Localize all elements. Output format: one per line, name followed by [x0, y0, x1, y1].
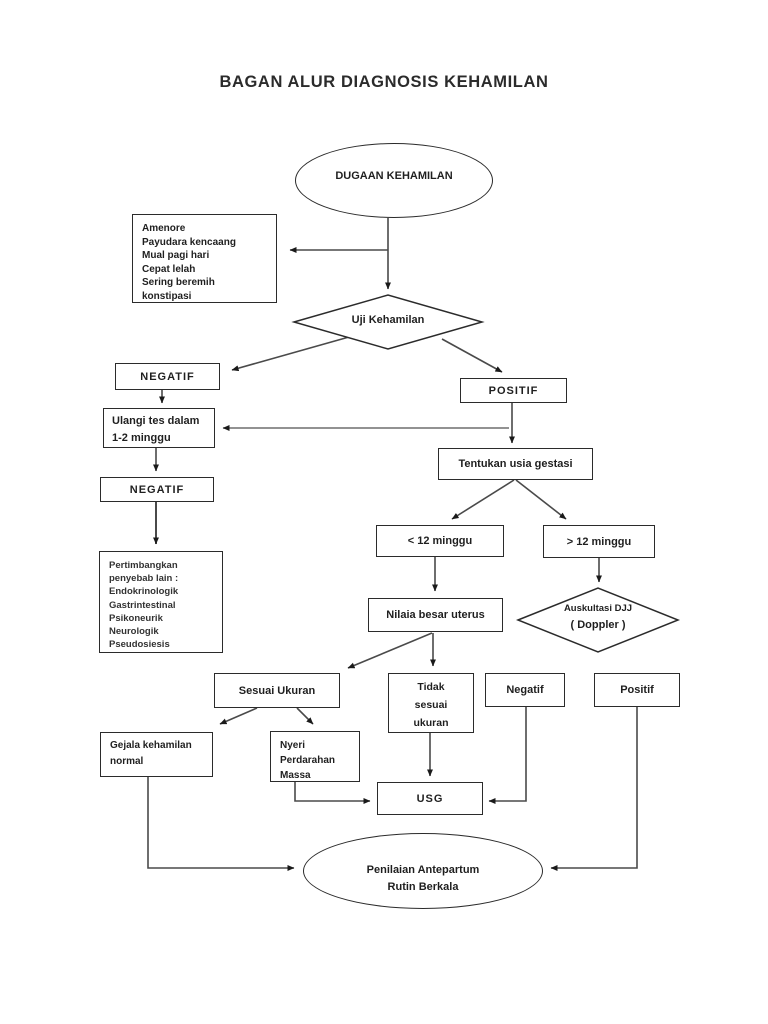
tidak-sesuai-line: sesuai	[414, 699, 448, 711]
end-node-line: Penilaian Antepartum	[366, 864, 480, 876]
decision-label-auskultasi-line1: Auskultasi DJJ	[563, 603, 633, 614]
gejala-line: Gejala kehamilan	[110, 740, 192, 751]
positif-box-doppler: Positif	[594, 673, 680, 707]
usg-box: USG	[377, 782, 483, 815]
start-node-label: DUGAAN KEHAMILAN	[335, 169, 453, 182]
decision-diamond-auskultasi	[515, 587, 681, 653]
ulangi-line: 1-2 minggu	[112, 432, 171, 444]
gejala-kehamilan-normal-box: Gejala kehamilan normal	[100, 732, 213, 777]
gejala-line: normal	[110, 756, 144, 767]
ulangi-line: Ulangi tes dalam	[112, 415, 200, 427]
pertimbangkan-line: Neurologik	[109, 626, 159, 638]
end-node-penilaian-antepartum: Penilaian Antepartum Rutin Berkala	[303, 833, 543, 909]
symptom-line: konstipasi	[142, 290, 192, 302]
nyeri-line: Massa	[280, 770, 311, 781]
decision-diamond-uji-kehamilan	[291, 294, 485, 350]
page-title: BAGAN ALUR DIAGNOSIS KEHAMILAN	[219, 73, 549, 91]
symptom-line: Mual pagi hari	[142, 250, 210, 261]
gt-12-minggu-box: > 12 minggu	[543, 525, 655, 558]
tentukan-usia-gestasi-box: Tentukan usia gestasi	[438, 448, 593, 480]
symptom-line: Sering beremih	[142, 277, 215, 288]
nyeri-perdarahan-massa-box: Nyeri Perdarahan Massa	[270, 731, 360, 782]
negatif-box-doppler: Negatif	[485, 673, 565, 707]
tidak-sesuai-ukuran-box: Tidak sesuai ukuran	[388, 673, 474, 733]
pertimbangkan-line: Psikoneurik	[109, 612, 163, 624]
start-node-dugaan-kehamilan: DUGAAN KEHAMILAN	[295, 143, 493, 218]
nyeri-line: Perdarahan	[280, 755, 336, 766]
ulangi-tes-box: Ulangi tes dalam 1-2 minggu	[103, 408, 215, 448]
negatif-box-retest: NEGATIF	[100, 477, 214, 502]
symptom-line: Cepat lelah	[142, 263, 196, 275]
nyeri-line: Nyeri	[280, 740, 306, 751]
decision-label-uji-kehamilan: Uji Kehamilan	[351, 314, 425, 326]
decision-label-auskultasi-line2: ( Doppler )	[570, 619, 626, 631]
pertimbangkan-line: Gastrintestinal	[109, 599, 176, 611]
negatif-box-first-test: NEGATIF	[115, 363, 220, 390]
pertimbangkan-box: Pertimbangkan penyebab lain : Endokrinol…	[99, 551, 223, 653]
symptoms-box: Amenore Payudara kencaang Mual pagi hari…	[132, 214, 277, 303]
symptom-line: Amenore	[142, 223, 186, 234]
pertimbangkan-line: Pseudosiesis	[109, 639, 170, 651]
tidak-sesuai-line: ukuran	[413, 717, 449, 729]
end-node-line: Rutin Berkala	[387, 881, 459, 893]
pertimbangkan-line: Endokrinologik	[109, 586, 179, 598]
pertimbangkan-line: Pertimbangkan	[109, 560, 178, 571]
sesuai-ukuran-box: Sesuai Ukuran	[214, 673, 340, 708]
nilai-besar-uterus-box: Nilaia besar uterus	[368, 598, 503, 632]
lt-12-minggu-box: < 12 minggu	[376, 525, 504, 557]
pertimbangkan-line: penyebab lain :	[109, 573, 179, 585]
tidak-sesuai-line: Tidak	[417, 681, 445, 693]
positif-box-first-test: POSITIF	[460, 378, 567, 403]
symptom-line: Payudara kencaang	[142, 236, 236, 248]
